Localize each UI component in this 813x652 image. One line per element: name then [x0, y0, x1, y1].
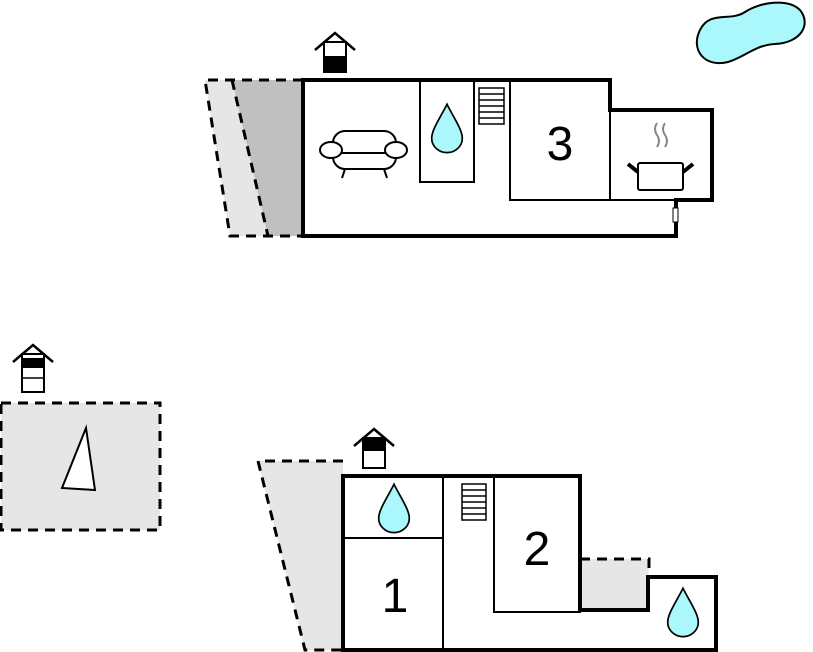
water-drop-icon: [430, 103, 464, 154]
terrace-dark: [232, 80, 303, 236]
water-drop-icon: [666, 587, 700, 638]
bedroom-1-label: 1: [382, 570, 409, 623]
entrance-house-icon: [314, 31, 356, 73]
kitchen: [609, 109, 713, 201]
sofa-icon: [319, 130, 408, 179]
detached-annex: [0, 401, 162, 532]
cooking-pot-icon: [626, 122, 695, 191]
upper-floor: 3: [203, 78, 714, 238]
upper-bathroom: [419, 79, 475, 183]
north-arrow-icon: [60, 424, 97, 492]
bedroom-3-label: 3: [547, 118, 574, 171]
bedroom-2: [493, 475, 581, 613]
stairs-icon: [478, 87, 505, 125]
pool-icon: [695, 1, 806, 65]
stairs-icon: [461, 483, 487, 521]
door: [672, 207, 679, 223]
lower-floor: 1 2: [256, 459, 718, 652]
water-drop-icon: [377, 483, 411, 534]
terrace-right: [580, 559, 649, 610]
terrace-left: [258, 461, 343, 650]
bedroom-2-label: 2: [524, 523, 551, 576]
entrance-house-icon: [12, 343, 54, 393]
entrance-house-icon: [353, 427, 395, 469]
